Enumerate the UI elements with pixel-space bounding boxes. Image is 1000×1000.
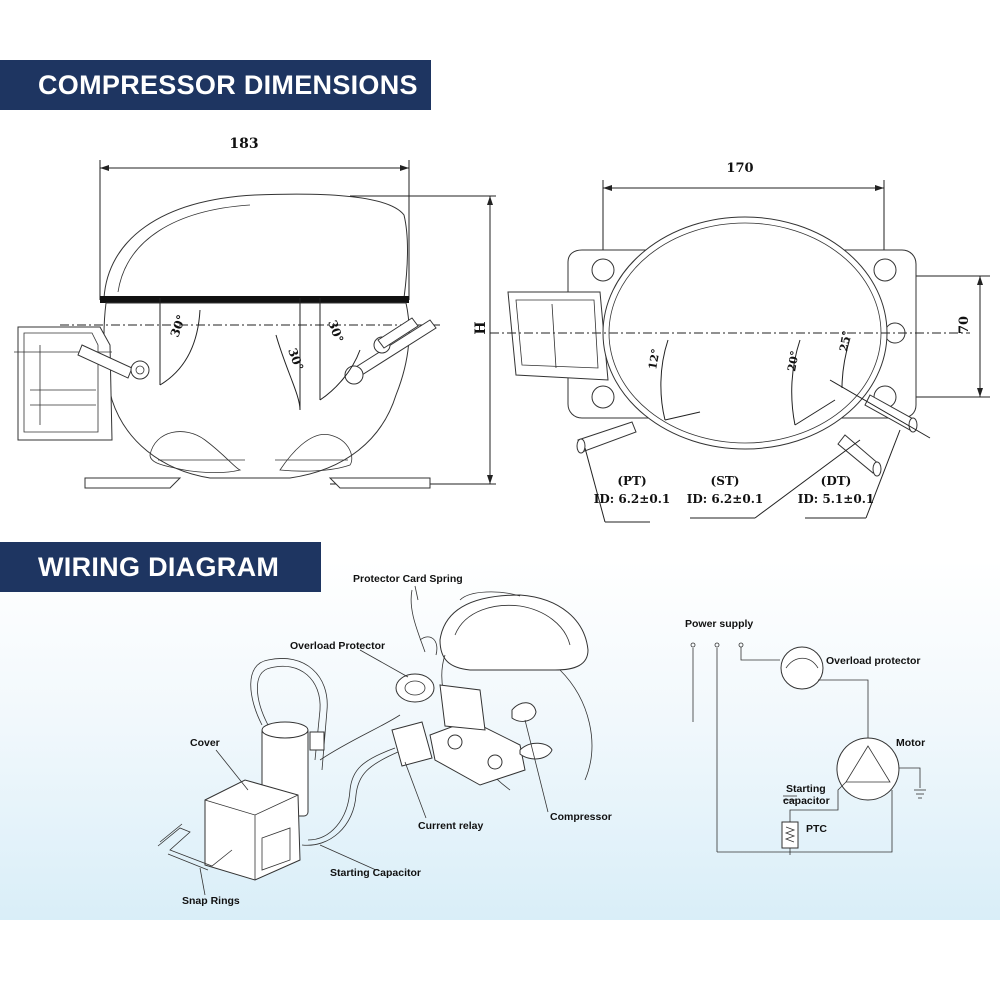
angle-dt-label: 25° (837, 330, 853, 353)
height-label: H (473, 321, 489, 334)
starting-capacitor-line2: capacitor (783, 795, 830, 807)
motor-label: Motor (896, 737, 925, 749)
angle-st-label: 20° (785, 350, 801, 373)
exploded-parts-drawing (157, 589, 593, 881)
tube-spec-st: (ST) ID: 6.2±0.1 (687, 474, 763, 506)
protector-card-spring-label: Protector Card Spring (353, 573, 463, 585)
front-view-drawing (14, 160, 496, 489)
tube-dt-id: ID: 5.1±0.1 (798, 492, 874, 506)
compressor-dimensions-banner: COMPRESSOR DIMENSIONS (0, 60, 431, 110)
overload-protector-label: Overload Protector (290, 640, 385, 652)
wiring-diagram-title: WIRING DIAGRAM (38, 552, 280, 582)
tube-spec-dt: (DT) ID: 5.1±0.1 (798, 474, 874, 506)
wiring-diagram-banner: WIRING DIAGRAM (0, 542, 321, 592)
snap-rings-label: Snap Rings (182, 895, 240, 907)
starting-capacitor-label: Starting Capacitor (330, 867, 421, 879)
tube-spec-pt: (PT) ID: 6.2±0.1 (594, 474, 670, 506)
top-side-label: 70 (957, 316, 972, 334)
top-width-label: 170 (726, 161, 753, 176)
compressor-label: Compressor (550, 811, 612, 823)
tube-st-id: ID: 6.2±0.1 (687, 492, 763, 506)
overload-protector-symbol (780, 646, 824, 690)
leader-lines (199, 585, 549, 896)
tube-dt-code: (DT) (821, 474, 852, 488)
tube-st-code: (ST) (711, 474, 740, 488)
ptc-label: PTC (806, 823, 827, 835)
power-supply-label: Power supply (685, 618, 753, 630)
angle-pt-label: 12° (646, 348, 662, 371)
current-relay-label: Current relay (418, 820, 484, 832)
starting-capacitor-line1: Starting (786, 783, 826, 795)
front-width-label: 183 (229, 136, 258, 152)
cover-label: Cover (190, 737, 220, 749)
tube-pt-id: ID: 6.2±0.1 (594, 492, 670, 506)
top-view-drawing (490, 180, 990, 523)
compressor-dimensions-title: COMPRESSOR DIMENSIONS (38, 70, 418, 100)
schematic-circuit (690, 642, 926, 855)
tube-pt-code: (PT) (617, 474, 646, 488)
schematic-overload-protector-label: Overload protector (826, 655, 921, 667)
